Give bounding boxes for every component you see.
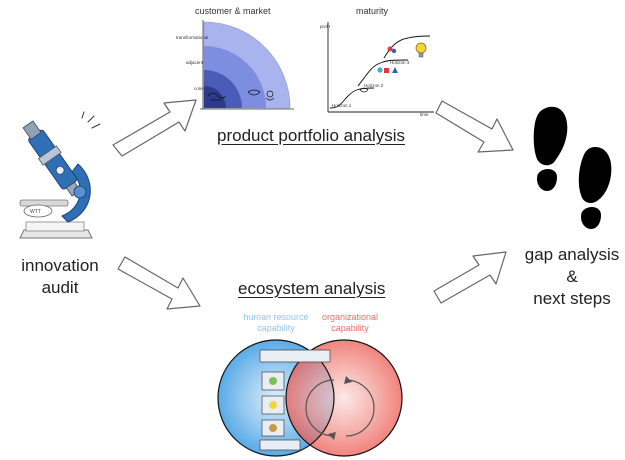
maturity-axis-y: profit — [320, 24, 331, 29]
footprints-icon — [533, 106, 612, 229]
gap-analysis-line2: & — [566, 267, 578, 286]
product-portfolio-title: product portfolio analysis — [217, 126, 406, 145]
maturity-label: maturity — [356, 6, 389, 16]
ring-transformational: transformational — [176, 35, 209, 40]
lightbulb-icon — [415, 42, 427, 58]
organizational-line1: organizational — [321, 312, 379, 322]
ring-core: core — [194, 86, 203, 91]
gap-analysis-line3: next steps — [533, 289, 611, 308]
ring-adjacent: adjacent — [186, 60, 204, 65]
human-resource-caption: human resource capability — [234, 312, 318, 334]
maturity-axis-x: time — [420, 112, 429, 117]
innovation-audit-label: innovation audit — [10, 255, 110, 299]
innovation-audit-line1: innovation — [21, 256, 99, 275]
customer-market-quadrant — [200, 20, 294, 110]
horizon-2-label: Horizon 2 — [364, 83, 384, 88]
horizon-1-label: Horizon 1 — [332, 103, 352, 108]
ecosystem-title: ecosystem analysis — [238, 279, 386, 298]
gap-analysis-label: gap analysis & next steps — [520, 244, 624, 310]
organizational-line2: capability — [331, 323, 369, 333]
organizational-caption: organizational capability — [310, 312, 390, 334]
microscope-icon: WTT — [19, 111, 101, 239]
maturity-chart — [327, 22, 434, 113]
human-resource-line2: capability — [257, 323, 295, 333]
gap-analysis-line1: gap analysis — [524, 245, 620, 264]
svg-text:WTT: WTT — [30, 209, 41, 215]
ecosystem-venn — [217, 339, 403, 457]
customer-market-label: customer & market — [195, 6, 271, 16]
horizon-3-label: Horizon 3 — [390, 60, 410, 65]
human-resource-line1: human resource — [243, 312, 309, 322]
innovation-audit-line2: audit — [41, 278, 79, 297]
